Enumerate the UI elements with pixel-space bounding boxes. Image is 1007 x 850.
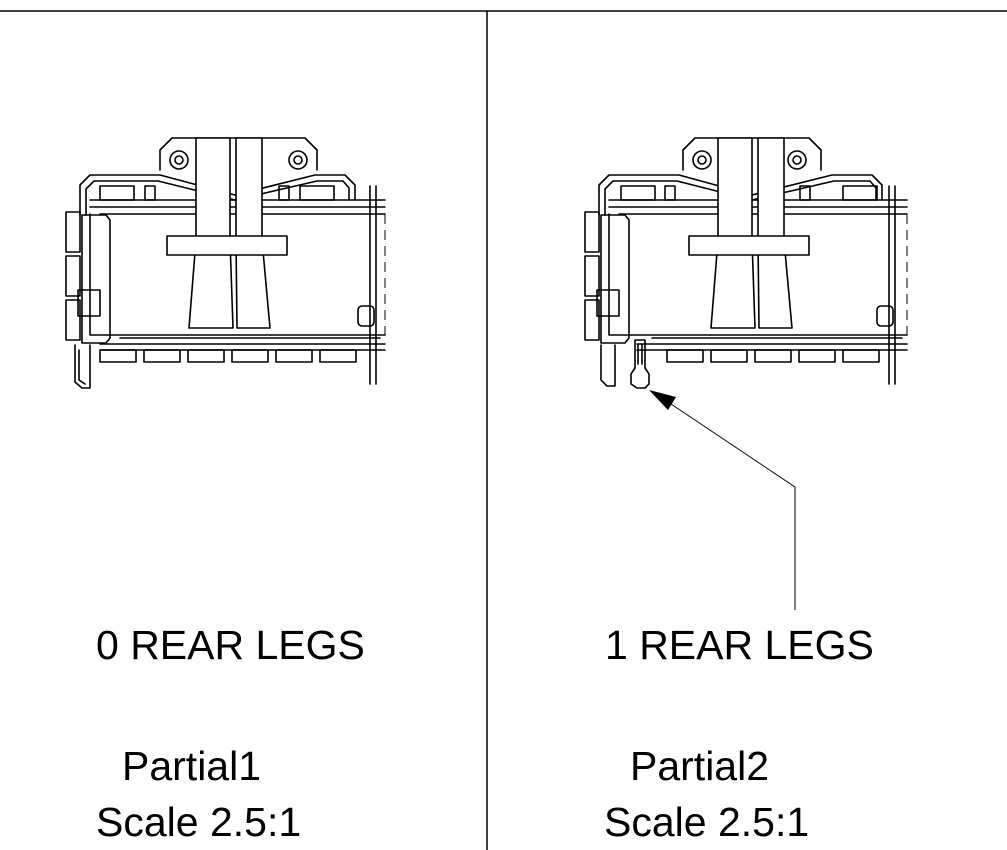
view-caption: 1 REAR LEGS [605, 622, 874, 668]
arrowhead [649, 390, 676, 410]
partial-label: Partial1 [122, 743, 262, 789]
rear-leg [630, 339, 650, 389]
partial-label: Partial2 [630, 743, 770, 789]
partial1-drawing [65, 137, 386, 389]
partial2-drawing [584, 137, 908, 610]
view-partial1: 0 REAR LEGS Partial1 Scale 2.5:1 [0, 0, 487, 850]
view-caption: 0 REAR LEGS [96, 622, 365, 668]
scale-label: Scale 2.5:1 [604, 799, 810, 845]
connector-part-drawing [584, 137, 908, 389]
leader-arrow [649, 390, 796, 610]
view-partial2: 1 REAR LEGS Partial2 Scale 2.5:1 [487, 0, 1007, 850]
connector-part-drawing [65, 137, 386, 389]
scale-label: Scale 2.5:1 [96, 799, 302, 845]
